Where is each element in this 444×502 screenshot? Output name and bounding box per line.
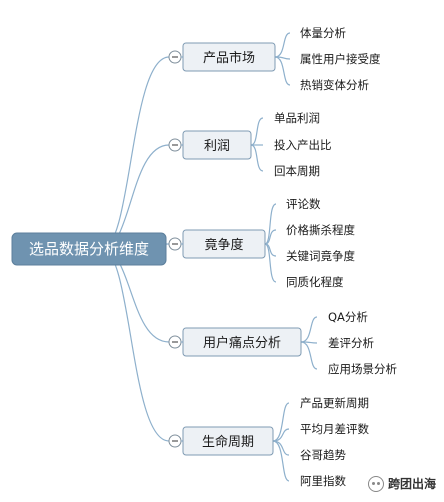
leaf-label: 平均月差评数 bbox=[300, 422, 369, 436]
leaf-label: 产品更新周期 bbox=[300, 396, 369, 410]
connector-branch-leaf bbox=[274, 56, 291, 86]
connector-branch-leaf bbox=[250, 144, 264, 172]
leaf-label: 回本周期 bbox=[274, 164, 320, 178]
leaf-label: 差评分析 bbox=[328, 336, 374, 350]
connector-branch-leaf bbox=[300, 341, 318, 370]
leaf-label: 热销变体分析 bbox=[300, 78, 369, 92]
leaf-label: 阿里指数 bbox=[300, 474, 346, 488]
connector-branch-leaf bbox=[300, 316, 318, 343]
collapse-icon[interactable] bbox=[168, 237, 182, 251]
root-label: 选品数据分析维度 bbox=[29, 240, 149, 258]
watermark: 跨团出海 bbox=[363, 473, 440, 494]
leaf-label: 体量分析 bbox=[300, 26, 346, 40]
collapse-icon[interactable] bbox=[168, 50, 182, 64]
connector-branch-leaf bbox=[272, 440, 290, 482]
branch-label: 产品市场 bbox=[203, 50, 255, 66]
wechat-icon bbox=[367, 475, 384, 492]
collapse-icon[interactable] bbox=[168, 138, 182, 152]
leaf-label: 属性用户接受度 bbox=[300, 52, 381, 66]
branch-node[interactable]: 竟争度 bbox=[168, 229, 266, 259]
connector-root-branch bbox=[101, 56, 170, 250]
leaf-label: 应用场景分析 bbox=[328, 362, 397, 376]
leaf-label: 评论数 bbox=[286, 197, 321, 211]
leaf-label: 投入产出比 bbox=[274, 138, 332, 152]
branch-node[interactable]: 用户痛点分析 bbox=[168, 327, 302, 357]
branch-label: 用户痛点分析 bbox=[203, 335, 281, 351]
connector-branch-leaf bbox=[272, 402, 290, 442]
collapse-icon[interactable] bbox=[168, 335, 182, 349]
connector-branch-leaf bbox=[274, 32, 291, 58]
leaf-label: QA分析 bbox=[328, 310, 368, 324]
branch-label: 竟争度 bbox=[204, 237, 243, 253]
leaf-label: 关键词竟争度 bbox=[286, 249, 355, 263]
connector-root-branch bbox=[101, 248, 170, 442]
leaf-label: 谷哥趋势 bbox=[300, 448, 346, 462]
connectors bbox=[101, 32, 318, 482]
branch-node[interactable]: 产品市场 bbox=[168, 42, 276, 72]
watermark-text: 跨团出海 bbox=[387, 477, 436, 491]
branch-node[interactable]: 利润 bbox=[168, 130, 252, 160]
collapse-icon[interactable] bbox=[168, 434, 182, 448]
root-node: 选品数据分析维度 bbox=[11, 232, 167, 266]
branch-node[interactable]: 生命周期 bbox=[168, 426, 274, 456]
leaf-label: 价格撕杀程度 bbox=[286, 223, 355, 237]
connector-branch-leaf bbox=[264, 243, 277, 283]
leaf-label: 单品利润 bbox=[274, 111, 320, 125]
connector-branch-leaf bbox=[250, 117, 264, 146]
connector-branch-leaf bbox=[264, 203, 277, 245]
connector-branch-leaf bbox=[264, 229, 277, 245]
leaf-label: 同质化程度 bbox=[286, 275, 344, 289]
branch-label: 利润 bbox=[204, 139, 230, 154]
branch-label: 生命周期 bbox=[202, 434, 254, 450]
